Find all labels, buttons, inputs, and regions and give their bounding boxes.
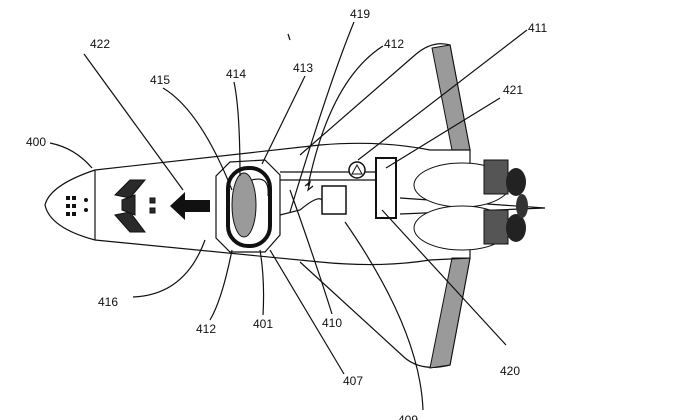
wing-strip-lower: [430, 258, 470, 368]
numeral-414: 414: [226, 67, 246, 81]
wing-strip-upper: [432, 45, 470, 150]
thrust-arrow-icon: [170, 192, 210, 220]
numeral-412-bottom: 412: [196, 322, 216, 336]
numeral-416: 416: [98, 295, 118, 309]
engine-unit: [376, 158, 396, 218]
numeral-419: 419: [350, 7, 370, 21]
nose-windows: [66, 196, 88, 216]
sensor-tick: [288, 34, 290, 40]
numeral-411: 411: [528, 21, 547, 35]
cockpit-windows: [115, 180, 155, 232]
conduit-diag: [280, 199, 322, 215]
numeral-413: 413: [293, 61, 313, 75]
numeral-422: 422: [90, 37, 110, 51]
numeral-412-top: 412: [384, 37, 404, 51]
numeral-415: 415: [150, 73, 170, 87]
numeral-421: 421: [503, 83, 523, 97]
numeral-401: 401: [253, 317, 273, 331]
capsule-core: [232, 173, 256, 237]
numeral-420: 420: [500, 364, 520, 378]
numeral-407: 407: [343, 374, 363, 388]
numeral-410: 410: [322, 316, 342, 330]
numeral-400: 400: [26, 135, 46, 149]
control-box: [322, 186, 346, 214]
numeral-409: 409: [398, 413, 418, 420]
